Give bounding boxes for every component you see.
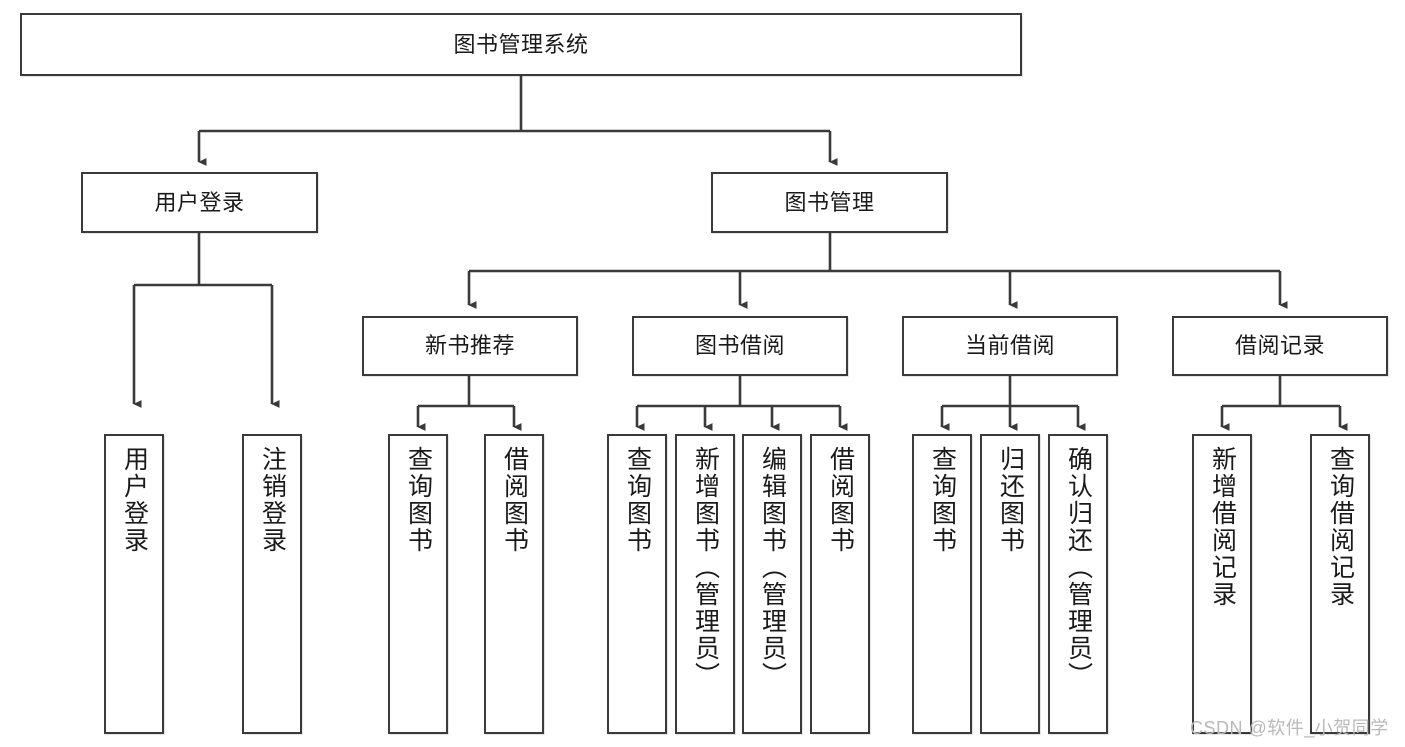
node-book-management[interactable]: 图书管理 [711,172,948,233]
leaf-query-book-2[interactable]: 查询图书 [607,434,667,734]
leaf-query-borrow-record[interactable]: 查询借阅记录 [1310,434,1370,734]
leaf-return-book[interactable]: 归还图书 [980,434,1040,734]
node-new-book-recommendation-label: 新书推荐 [424,333,515,359]
node-new-book-recommendation[interactable]: 新书推荐 [362,316,578,376]
node-book-borrowing-label: 图书借阅 [694,333,785,359]
node-borrowing-record-label: 借阅记录 [1234,333,1325,359]
node-root[interactable]: 图书管理系统 [20,13,1022,76]
leaf-edit-book[interactable]: 编辑图书（管理员） [742,434,802,734]
node-book-borrowing[interactable]: 图书借阅 [632,316,848,376]
node-user-login[interactable]: 用户登录 [81,172,318,233]
leaf-user-logout-label: 注销登录 [258,446,287,554]
leaf-query-book-3-label: 查询图书 [928,446,957,554]
leaf-query-book-2-label: 查询图书 [623,446,652,554]
leaf-confirm-return-label: 确认归还（管理员） [1064,446,1093,689]
node-current-borrowing[interactable]: 当前借阅 [902,316,1118,376]
leaf-query-borrow-record-label: 查询借阅记录 [1326,446,1355,608]
leaf-return-book-label: 归还图书 [996,446,1025,554]
leaf-borrow-book-1-label: 借阅图书 [500,446,529,554]
leaf-user-login-label: 用户登录 [120,446,149,554]
leaf-add-book-label: 新增图书（管理员） [691,446,720,689]
leaf-user-login[interactable]: 用户登录 [104,434,164,734]
leaf-borrow-book-1[interactable]: 借阅图书 [484,434,544,734]
leaf-confirm-return[interactable]: 确认归还（管理员） [1048,434,1108,734]
leaf-query-book-3[interactable]: 查询图书 [912,434,972,734]
node-current-borrowing-label: 当前借阅 [964,333,1055,359]
leaf-query-book-1[interactable]: 查询图书 [388,434,448,734]
leaf-add-borrow-record-label: 新增借阅记录 [1208,446,1237,608]
leaf-add-borrow-record[interactable]: 新增借阅记录 [1192,434,1252,734]
leaf-borrow-book-2-label: 借阅图书 [826,446,855,554]
node-user-login-label: 用户登录 [154,189,245,215]
leaf-edit-book-label: 编辑图书（管理员） [758,446,787,689]
node-borrowing-record[interactable]: 借阅记录 [1172,316,1388,376]
node-root-label: 图书管理系统 [453,31,589,57]
node-book-management-label: 图书管理 [784,189,875,215]
leaf-user-logout[interactable]: 注销登录 [242,434,302,734]
leaf-borrow-book-2[interactable]: 借阅图书 [810,434,870,734]
leaf-query-book-1-label: 查询图书 [404,446,433,554]
leaf-add-book[interactable]: 新增图书（管理员） [675,434,735,734]
csdn-watermark: CSDN @软件_小贺同学 [1190,718,1389,738]
